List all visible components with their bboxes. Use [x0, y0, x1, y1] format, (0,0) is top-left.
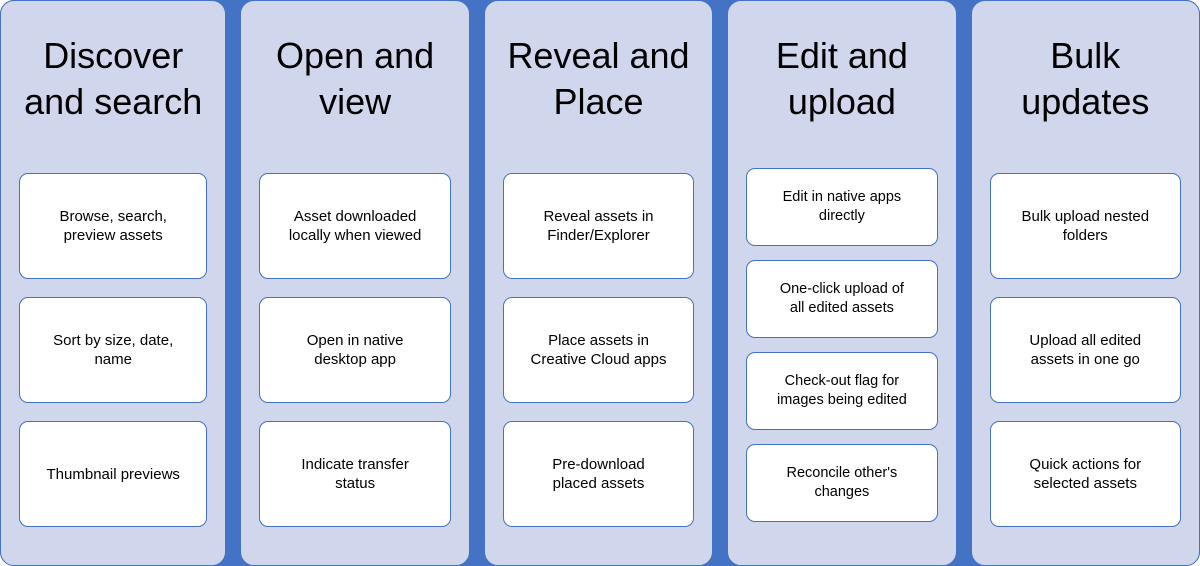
column-heading: Edit and upload [775, 35, 908, 122]
card-item[interactable]: Browse, search, preview assets [19, 173, 208, 279]
card-label: One-click upload of all edited assets [779, 281, 904, 316]
column-heading: Reveal and Place [507, 35, 690, 122]
column-reveal-and-place[interactable]: Reveal and Place Reveal assets in Finder… [483, 0, 714, 566]
card-label: Pre-download placed assets [552, 456, 645, 492]
card-label: Check-out flag for images being edited [777, 373, 907, 408]
card-item[interactable]: Thumbnail previews [19, 421, 208, 527]
card-label: Sort by size, date, name [53, 332, 174, 368]
card-list: Asset downloaded locally when viewed Ope… [241, 163, 468, 527]
card-item[interactable]: Pre-download placed assets [502, 421, 695, 527]
column-open-and-view[interactable]: Open and view Asset downloaded locally w… [240, 0, 470, 566]
card-list: Edit in native apps directly One-click u… [728, 168, 955, 522]
card-item[interactable]: Quick actions for selected assets [989, 421, 1181, 527]
card-item[interactable]: Bulk upload nested folders [989, 173, 1181, 279]
card-list: Bulk upload nested folders Upload all ed… [972, 163, 1199, 527]
card-label: Bulk upload nested folders [1021, 208, 1150, 244]
card-list: Browse, search, preview assets Sort by s… [1, 163, 225, 527]
card-item[interactable]: Edit in native apps directly [746, 168, 938, 246]
card-list: Reveal assets in Finder/Explorer Place a… [485, 163, 712, 527]
card-label: Edit in native apps directly [782, 189, 902, 224]
column-heading: Bulk updates [1021, 35, 1150, 122]
column-bulk-updates[interactable]: Bulk updates Bulk upload nested folders … [970, 0, 1200, 566]
card-item[interactable]: Open in native desktop app [259, 297, 451, 403]
card-item[interactable]: Place assets in Creative Cloud apps [502, 297, 695, 403]
card-label: Open in native desktop app [306, 332, 404, 368]
card-item[interactable]: One-click upload of all edited assets [746, 260, 938, 338]
column-heading: Discover and search [24, 35, 203, 122]
card-item[interactable]: Upload all edited assets in one go [989, 297, 1181, 403]
card-label: Place assets in Creative Cloud apps [530, 332, 667, 368]
card-label: Upload all edited assets in one go [1029, 332, 1142, 368]
card-item[interactable]: Indicate transfer status [259, 421, 451, 527]
card-label: Reconcile other's changes [786, 465, 898, 500]
card-label: Asset downloaded locally when viewed [288, 208, 422, 244]
card-item[interactable]: Reveal assets in Finder/Explorer [502, 173, 695, 279]
card-label: Browse, search, preview assets [59, 208, 167, 244]
card-item[interactable]: Check-out flag for images being edited [746, 352, 938, 430]
card-item[interactable]: Asset downloaded locally when viewed [259, 173, 451, 279]
column-edit-and-upload[interactable]: Edit and upload Edit in native apps dire… [727, 0, 957, 566]
column-discover-and-search[interactable]: Discover and search Browse, search, prev… [0, 0, 227, 566]
column-heading: Open and view [276, 35, 435, 122]
card-label: Reveal assets in Finder/Explorer [543, 208, 654, 244]
card-label: Indicate transfer status [301, 456, 409, 492]
card-item[interactable]: Reconcile other's changes [746, 444, 938, 522]
card-label: Quick actions for selected assets [1029, 456, 1142, 492]
card-label: Thumbnail previews [46, 465, 180, 483]
card-item[interactable]: Sort by size, date, name [19, 297, 208, 403]
